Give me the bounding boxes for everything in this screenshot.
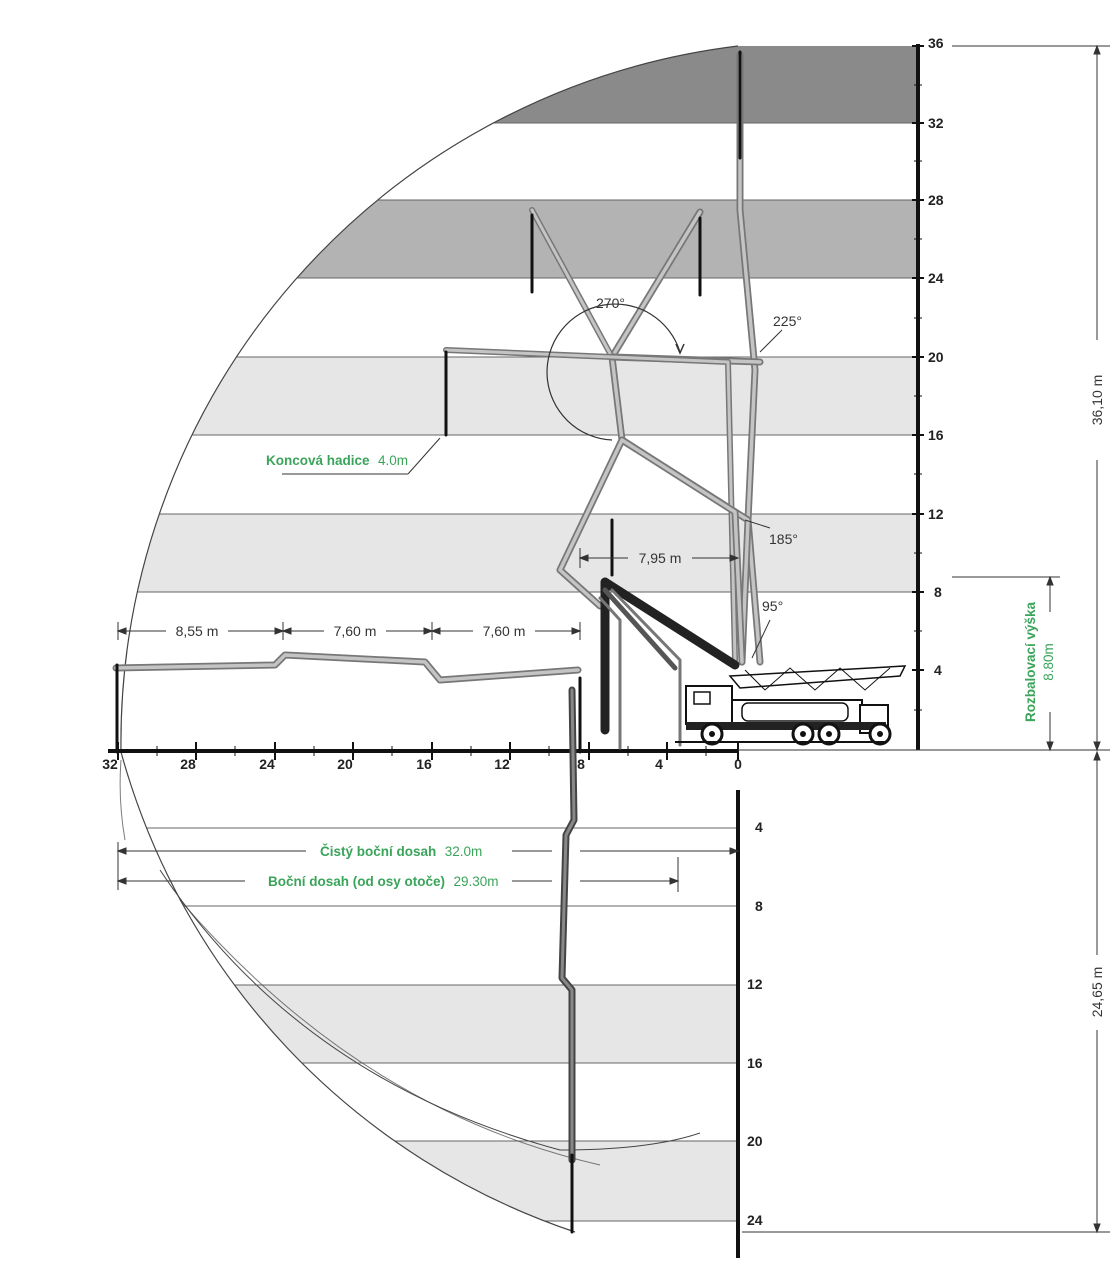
boom-vertical-down (558, 686, 578, 1234)
reach-tick-28: 28 (180, 756, 196, 772)
net-reach-value: 32.0m (445, 844, 483, 859)
boom-intermediate (556, 436, 746, 666)
band-20-24 (121, 1141, 738, 1221)
depth-tick-12: 12 (747, 976, 763, 992)
reach-tick-8: 8 (577, 756, 585, 772)
height-tick-24: 24 (928, 270, 944, 286)
reach-value: 29.30m (453, 874, 498, 889)
band-12-16 (121, 985, 738, 1063)
angle-95: 95° (762, 598, 783, 614)
reach-tick-16: 16 (416, 756, 432, 772)
depth-tick-24: 24 (747, 1212, 763, 1228)
height-tick-32: 32 (928, 115, 944, 131)
boom-unfolding (598, 577, 740, 750)
band-32-36 (120, 46, 918, 123)
band-8-12 (120, 514, 918, 592)
boom-vertical-up (736, 50, 764, 666)
band-16-20 (120, 357, 918, 435)
height-tick-12: 12 (928, 506, 944, 522)
reach-axis-labels: 32 28 24 20 16 12 8 4 0 (102, 756, 742, 772)
angle-arcs (546, 303, 783, 659)
section-dimension-labels: 8,55 m 7,60 m 7,60 m 7,95 m (176, 550, 682, 639)
section-2-length: 7,60 m (334, 623, 377, 639)
end-hose-label: Koncová hadice (266, 453, 370, 468)
height-axis-labels: 4 8 12 16 20 24 28 32 36 (928, 35, 944, 678)
angle-270: 270° (596, 295, 625, 311)
height-tick-36: 36 (928, 35, 944, 51)
section-3-length: 7,60 m (483, 623, 526, 639)
max-height-label: 36,10 m (1089, 375, 1105, 426)
reach-tick-20: 20 (337, 756, 353, 772)
angle-225: 225° (773, 313, 802, 329)
height-tick-20: 20 (928, 349, 944, 365)
height-tick-4: 4 (934, 662, 942, 678)
reach-tick-32: 32 (102, 756, 118, 772)
section-dimensions (116, 548, 740, 640)
height-tick-28: 28 (928, 192, 944, 208)
reach-tick-0: 0 (734, 756, 742, 772)
net-reach-label: Čistý boční dosah (320, 844, 436, 859)
band-24-28 (120, 200, 918, 278)
net-reach-text: Čistý boční dosah 32.0m (320, 843, 482, 860)
depth-tick-20: 20 (747, 1133, 763, 1149)
depth-tick-16: 16 (747, 1055, 763, 1071)
end-hose-value: 4.0m (378, 453, 408, 468)
depth-tick-4: 4 (755, 819, 763, 835)
max-depth-label: 24,65 m (1089, 967, 1105, 1018)
angle-185: 185° (769, 531, 798, 547)
overall-dimensions (738, 44, 1110, 1234)
height-tick-8: 8 (934, 584, 942, 600)
reach-tick-4: 4 (655, 756, 663, 772)
reach-dimensions (116, 842, 740, 892)
end-hose-annotation: Koncová hadice 4.0m (266, 437, 441, 475)
truck-folded-boom (728, 665, 907, 689)
truck (675, 665, 907, 746)
depth-axis-labels: 4 8 12 16 20 24 (747, 819, 763, 1228)
boom-horizontal-ground (112, 651, 582, 754)
reach-tick-12: 12 (494, 756, 510, 772)
reach-text: Boční dosah (od osy otoče) 29.30m (268, 873, 499, 890)
unfold-height-label: Rozbalovací výška (1023, 601, 1038, 722)
height-tick-16: 16 (928, 427, 944, 443)
reach-label: Boční dosah (od osy otoče) (268, 874, 445, 889)
section-4-length: 7,95 m (639, 550, 682, 566)
reach-tick-24: 24 (259, 756, 275, 772)
reach-envelope (119, 45, 739, 1233)
unfold-height-annotation: Rozbalovací výška 8.80m (1023, 601, 1056, 722)
section-1-length: 8,55 m (176, 623, 219, 639)
end-hose-text: Koncová hadice 4.0m (266, 452, 408, 469)
depth-tick-8: 8 (755, 898, 763, 914)
angle-labels: 270° 225° 185° 95° (596, 295, 802, 614)
axes (108, 44, 924, 1258)
unfold-height-value: 8.80m (1041, 643, 1056, 681)
